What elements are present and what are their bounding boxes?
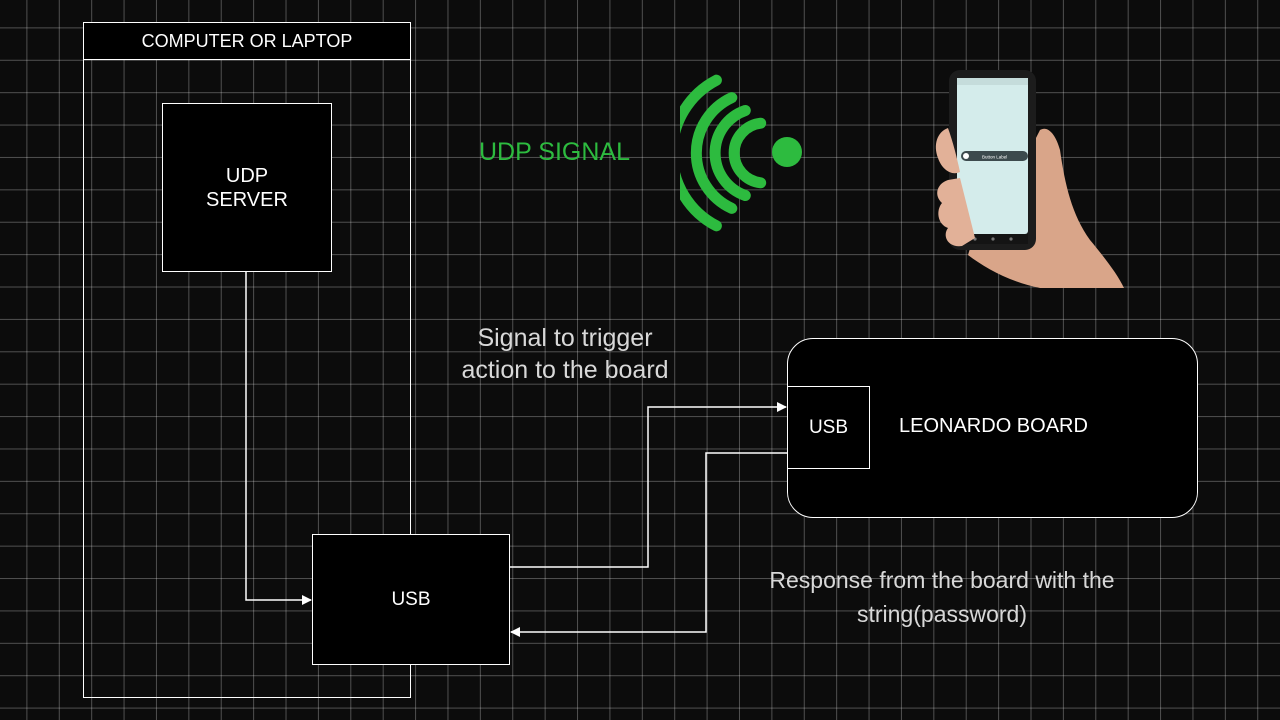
leonardo-board-title: LEONARDO BOARD xyxy=(899,415,1088,437)
response-line2: string(password) xyxy=(857,601,1027,627)
usb-computer-label: USB xyxy=(391,588,431,610)
phone-button-pill xyxy=(961,151,1028,161)
usb-to-board-arrow xyxy=(510,402,787,568)
udp-signal-label: UDP SIGNAL xyxy=(479,138,630,166)
udp-server-box: UDP SERVER xyxy=(162,103,332,272)
board-to-usb-arrow xyxy=(510,452,787,637)
signal-trigger-text: Signal to trigger action to the board xyxy=(430,322,700,386)
signal-trigger-line2: action to the board xyxy=(461,356,669,384)
leonardo-usb-port: USB xyxy=(787,386,870,469)
udp-server-label-line1: UDP xyxy=(225,164,269,187)
response-line1: Response from the board with the xyxy=(769,567,1115,593)
hand-holding-phone-icon: Button Label xyxy=(935,70,1124,288)
computer-title: COMPUTER OR LAPTOP xyxy=(141,30,353,51)
wifi-signal-icon xyxy=(680,74,802,232)
response-text: Response from the board with the string(… xyxy=(722,563,1162,631)
leonardo-usb-label: USB xyxy=(808,416,849,438)
hand-fingers xyxy=(937,178,975,247)
server-to-usb-arrow xyxy=(245,272,312,605)
phone-pill-text: Button Label xyxy=(982,155,1007,160)
udp-server-label-line2: SERVER xyxy=(206,188,288,211)
hand-thumb xyxy=(935,128,960,174)
signal-trigger-line1: Signal to trigger xyxy=(477,324,653,352)
computer-title-bar: COMPUTER OR LAPTOP xyxy=(83,22,411,60)
usb-computer-box: USB xyxy=(312,534,510,665)
